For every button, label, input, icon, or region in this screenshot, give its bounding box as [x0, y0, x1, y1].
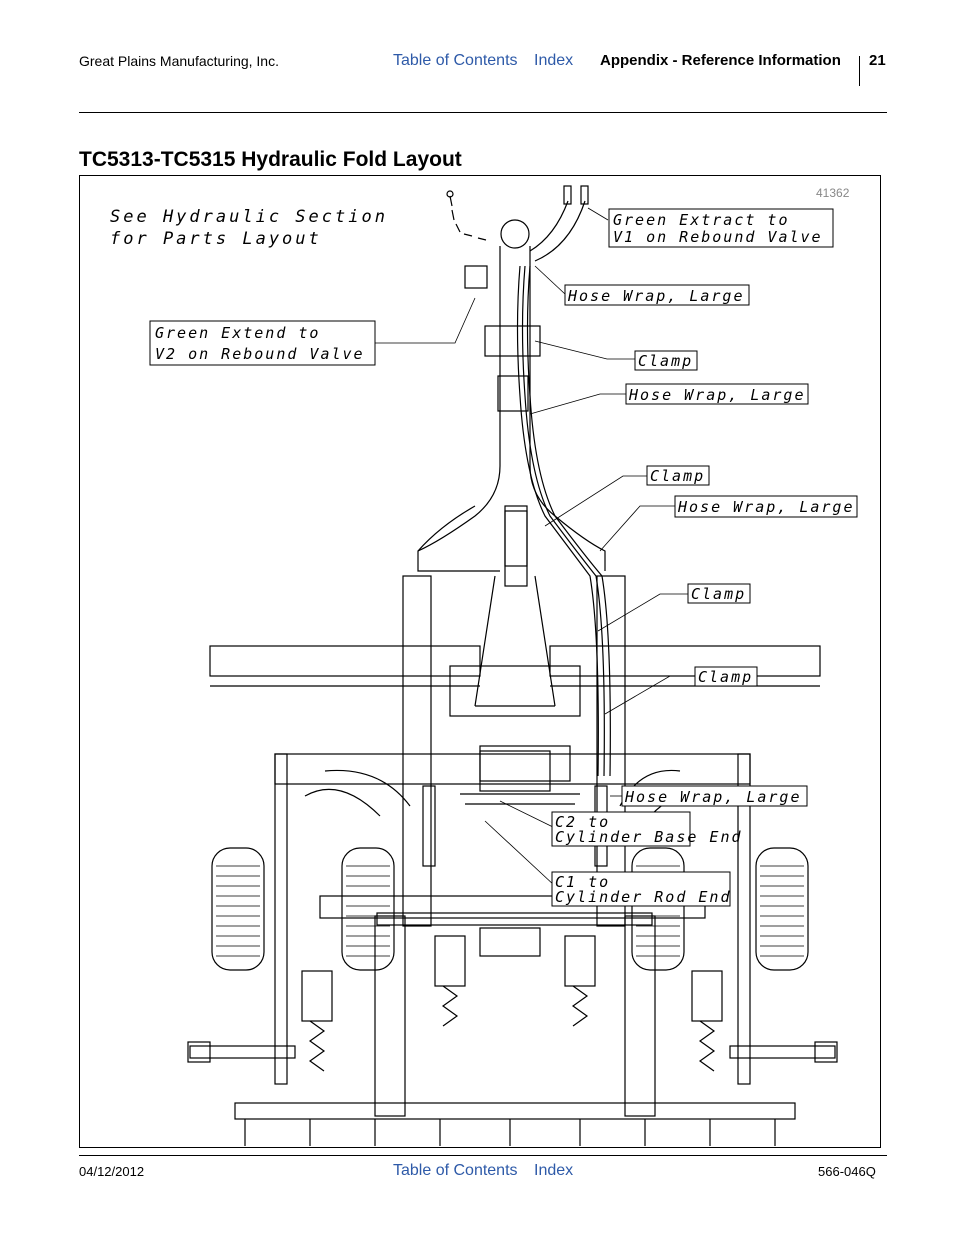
- callout-green-extend-1: Green Extend to: [155, 324, 320, 342]
- header-rule: [79, 112, 887, 113]
- footer-toc-link[interactable]: Table of Contents: [393, 1162, 518, 1179]
- page-title: TC5313-TC5315 Hydraulic Fold Layout: [79, 148, 462, 171]
- callout-green-extract-1: Green Extract to: [613, 211, 790, 229]
- header-index-link[interactable]: Index: [534, 52, 574, 69]
- footer-doc-number: 566-046Q: [818, 1164, 876, 1179]
- diagram-labels: See Hydraulic Section for Parts Layout G…: [110, 207, 855, 906]
- callout-green-extract-2: V1 on Rebound Valve: [613, 228, 823, 246]
- header-company: Great Plains Manufacturing, Inc.: [79, 53, 279, 69]
- footer-date: 04/12/2012: [79, 1164, 145, 1179]
- header-toc-link[interactable]: Table of Contents: [393, 52, 518, 69]
- page-number: 21: [869, 52, 886, 69]
- callout-hose-wrap-1: Hose Wrap, Large: [567, 287, 745, 305]
- header-section-title: Appendix - Reference Information: [600, 52, 841, 69]
- callout-clamp-4: Clamp: [698, 668, 753, 686]
- callout-clamp-1: Clamp: [638, 352, 693, 370]
- callout-c2-1: C2 to: [555, 813, 610, 831]
- footer-index-link[interactable]: Index: [534, 1162, 574, 1179]
- callout-clamp-2: Clamp: [650, 467, 705, 485]
- callout-hose-wrap-2: Hose Wrap, Large: [628, 386, 806, 404]
- note-line-2: for Parts Layout: [110, 229, 322, 249]
- callout-hose-wrap-3: Hose Wrap, Large: [677, 498, 855, 516]
- diagram-drawing: [149, 185, 858, 1146]
- note-line-1: See Hydraulic Section: [110, 207, 388, 227]
- header-divider: [859, 56, 860, 86]
- callout-c1-1: C1 to: [555, 873, 610, 891]
- callout-c2-2: Cylinder Base End: [555, 828, 743, 846]
- hydraulic-fold-diagram: 41362: [79, 175, 881, 1148]
- figure-number: 41362: [816, 186, 850, 200]
- callout-clamp-3: Clamp: [691, 585, 746, 603]
- callout-c1-2: Cylinder Rod End: [555, 888, 732, 906]
- callout-green-extend-2: V2 on Rebound Valve: [155, 345, 365, 363]
- callout-hose-wrap-4: Hose Wrap, Large: [624, 788, 802, 806]
- footer-rule: [79, 1155, 887, 1156]
